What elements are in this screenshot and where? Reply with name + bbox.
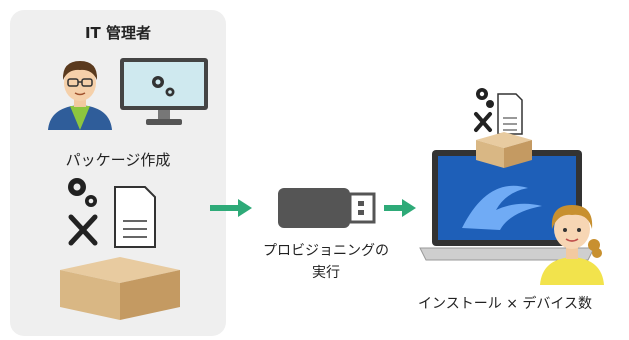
package-label: パッケージ作成 (65, 151, 171, 169)
arrow-icon (210, 199, 252, 217)
execute-label: プロビジョニングの 実行 (226, 240, 426, 284)
child-icon (540, 205, 604, 285)
box-icon (60, 178, 180, 320)
gear-icon (152, 76, 175, 97)
monitor-icon (120, 58, 208, 125)
gear-icon (68, 178, 97, 207)
arrow-icon (384, 199, 416, 217)
person-icon (48, 61, 112, 130)
tools-icon (474, 112, 492, 132)
usb-drive-icon (278, 188, 376, 228)
document-icon (114, 186, 156, 248)
install-label: インストール × デバイス数 (418, 296, 592, 312)
execute-label-line2: 実行 (312, 265, 340, 281)
gear-icon (476, 88, 494, 108)
execute-label-line1: プロビジョニングの (263, 243, 389, 259)
laptop-icon (419, 88, 595, 261)
tools-icon (68, 214, 98, 246)
document-icon (497, 93, 523, 135)
admin-title: IT 管理者 (84, 24, 152, 42)
